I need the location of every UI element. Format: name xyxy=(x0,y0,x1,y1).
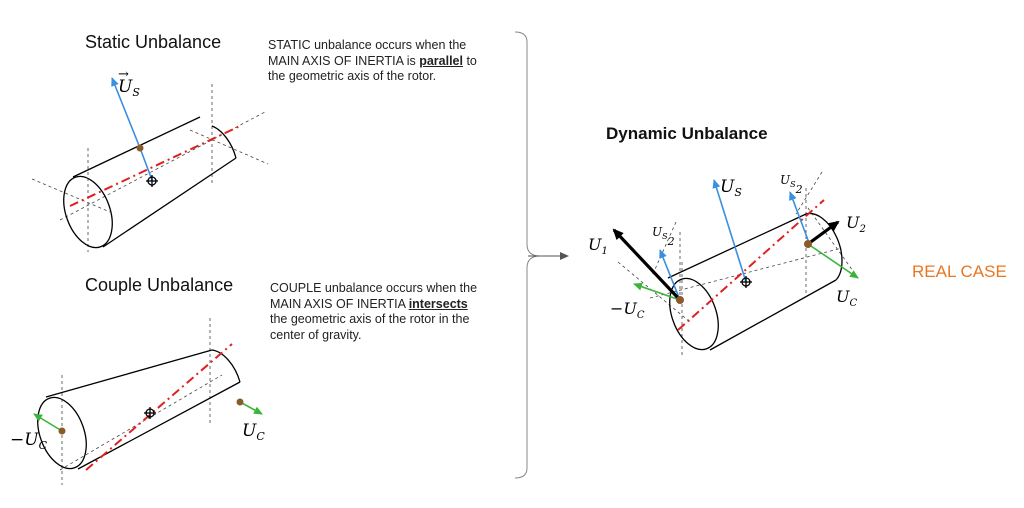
static-desc-part1: STATIC unbalance occurs when the MAIN AX… xyxy=(268,38,467,68)
static-unbalance-title: Static Unbalance xyxy=(85,32,222,52)
dynamic-uc-label: UC xyxy=(836,287,857,309)
dynamic-u2-label: U2 xyxy=(846,213,866,235)
couple-desc-part1: COUPLE unbalance occurs when the MAIN AX… xyxy=(270,281,478,311)
dynamic-u1-label: U1 xyxy=(588,235,608,257)
couple-desc-part2: the geometric axis of the rotor in the c… xyxy=(270,312,470,342)
couple-unbalance-title: Couple Unbalance xyxy=(85,275,234,295)
couple-unbalance-description: COUPLE unbalance occurs when the MAIN AX… xyxy=(270,281,480,343)
dynamic-neg-uc-label: −UC xyxy=(610,299,645,321)
dynamic-unbalance-title: Dynamic Unbalance xyxy=(606,124,768,143)
static-desc-part2: to the geometric axis of the rotor. xyxy=(268,53,477,84)
static-rotor-diagram xyxy=(31,77,269,252)
dynamic-rotor-diagram xyxy=(612,171,859,355)
dynamic-us-half-label-right: US2 xyxy=(780,173,803,196)
couple-rotor-diagram xyxy=(33,318,263,485)
static-unbalance-description: STATIC unbalance occurs when the MAIN AX… xyxy=(268,38,488,85)
couple-uc-label: UC xyxy=(242,421,265,443)
dynamic-us-label: US xyxy=(720,177,742,199)
couple-desc-emphasis: intersects xyxy=(408,296,468,311)
static-desc-emphasis: parallel xyxy=(419,53,463,68)
grouping-bracket xyxy=(514,31,541,479)
static-us-label: US xyxy=(118,77,140,99)
dynamic-us-half-label-left: US2 xyxy=(652,225,675,248)
couple-neg-uc-label: −UC xyxy=(10,430,48,452)
real-case-label: REAL CASE xyxy=(912,262,1007,281)
static-us-arrow-glyph: → xyxy=(118,67,129,82)
